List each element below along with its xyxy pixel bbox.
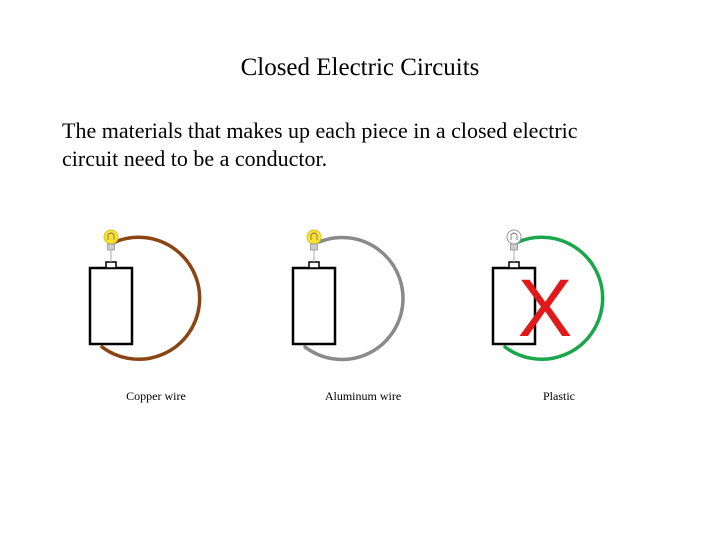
plastic-wire-loop bbox=[503, 235, 605, 361]
plastic-battery bbox=[491, 266, 537, 346]
plastic-x-mark: X bbox=[518, 263, 573, 354]
plastic-bulb-base bbox=[510, 243, 518, 251]
aluminum-battery bbox=[291, 266, 337, 346]
body-line-1: The materials that makes up each piece i… bbox=[62, 118, 578, 143]
copper-wire-loop bbox=[100, 235, 202, 361]
copper-bulb-filament bbox=[107, 232, 115, 240]
slide-title: Closed Electric Circuits bbox=[240, 54, 480, 81]
circuits-diagram: X bbox=[88, 229, 605, 362]
aluminum-wire-loop bbox=[303, 235, 405, 362]
body-line-2: circuit need to be a conductor. bbox=[62, 146, 328, 171]
aluminum-bulb-base bbox=[310, 243, 318, 251]
aluminum-battery-terminal bbox=[308, 261, 320, 269]
plastic-bulb-filament bbox=[510, 232, 518, 240]
aluminum-bulb-glass bbox=[306, 229, 322, 245]
copper-battery bbox=[88, 266, 134, 346]
copper-bulb-glass bbox=[103, 229, 119, 245]
slide-body-text: The materials that makes up each piece i… bbox=[62, 117, 662, 173]
caption-copper-wire: Copper wire bbox=[126, 389, 186, 403]
caption-aluminum-wire: Aluminum wire bbox=[324, 389, 402, 403]
copper-bulb-base bbox=[107, 243, 115, 251]
copper-battery-terminal bbox=[105, 261, 117, 269]
aluminum-bulb-filament bbox=[310, 232, 318, 240]
caption-plastic: Plastic bbox=[543, 389, 575, 403]
plastic-bulb-glass bbox=[506, 229, 522, 245]
